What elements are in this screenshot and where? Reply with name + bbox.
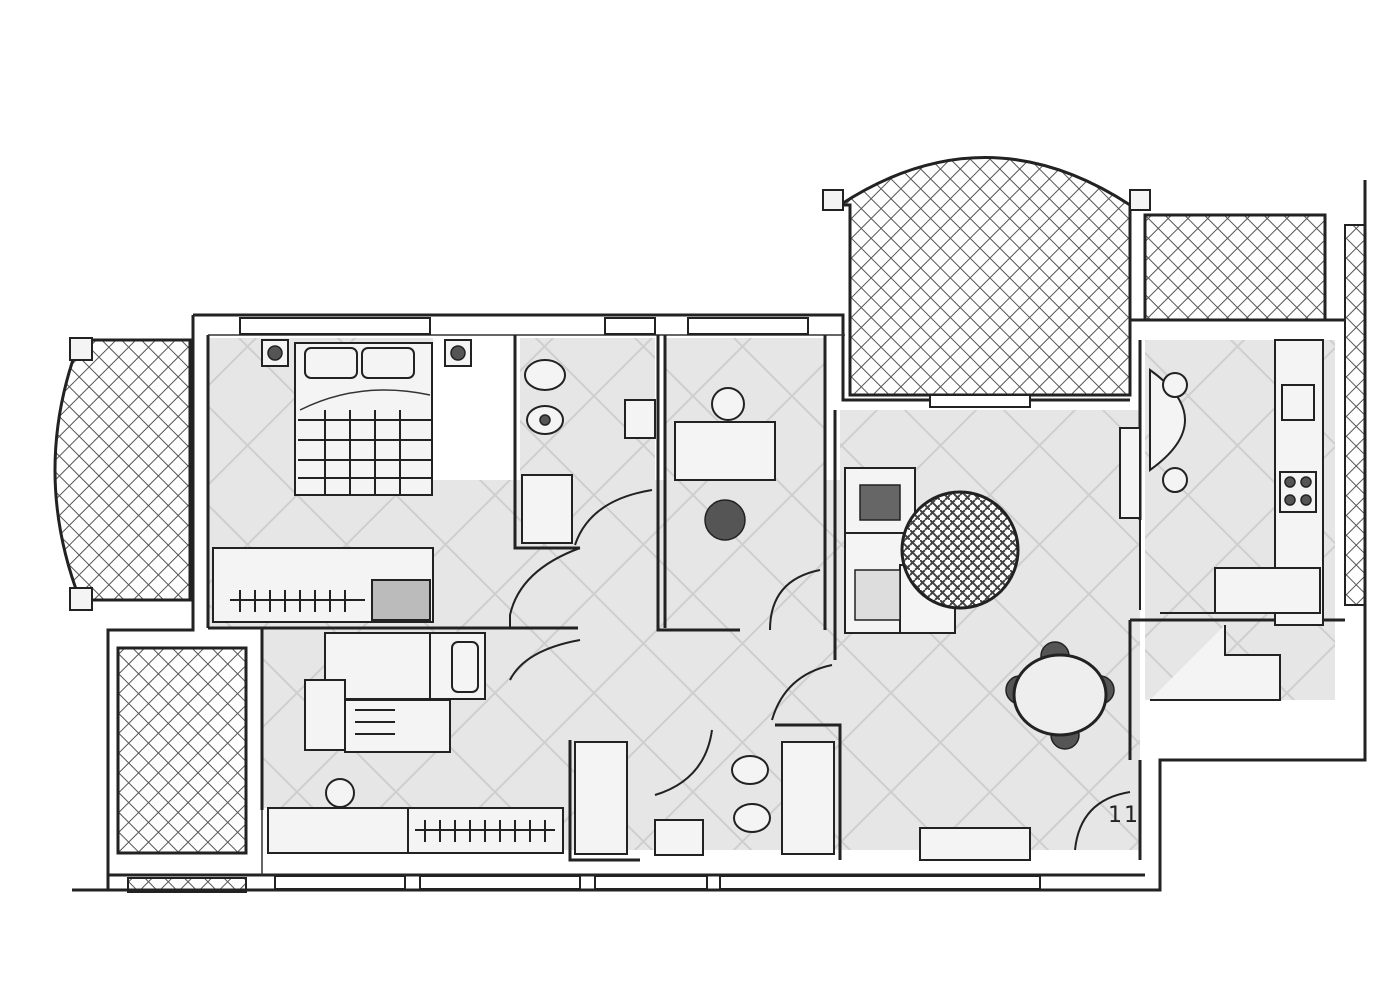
stove-icon [1279,471,1317,513]
sink-icon [654,819,704,856]
toilet-icon [731,755,769,785]
kitchen-sink-icon [1281,384,1315,421]
unit-number-label: 11 [1108,803,1140,828]
shower-icon [521,474,573,544]
bidet-drain-icon [539,414,551,426]
stool-icon [704,499,746,541]
sideboard-icon [919,827,1031,861]
kitchen-partition [1119,427,1141,519]
chair-icon [325,778,355,808]
lamp-icon [450,345,466,361]
kitchen-island [1150,625,1281,701]
door-swing-icon[interactable] [509,489,1215,851]
bidet-icon [733,803,771,833]
wardrobe-icon [781,741,835,855]
kitchen-base-units [1214,567,1321,614]
balcony-east [1344,224,1366,606]
dining-table-icon [1005,641,1115,750]
chair-icon [1162,372,1188,398]
balcony-west [53,337,192,611]
interior-walls [208,318,1345,862]
rug-icon [900,490,1020,610]
balcony-southwest [116,646,248,855]
windows [239,317,1041,890]
sink-icon [624,399,656,439]
desk-icon [304,679,346,751]
toilet-icon [524,359,566,391]
desk-icon [674,421,776,481]
wardrobe-icon [267,807,564,854]
balcony-north [822,156,1327,397]
floor-tiles [208,338,1335,850]
chair-icon [1162,467,1188,493]
chair-icon [711,387,745,421]
double-bed-icon [294,342,433,496]
bathtub-icon [574,741,628,855]
lamp-icon [267,345,283,361]
wardrobe-icon [212,547,434,623]
